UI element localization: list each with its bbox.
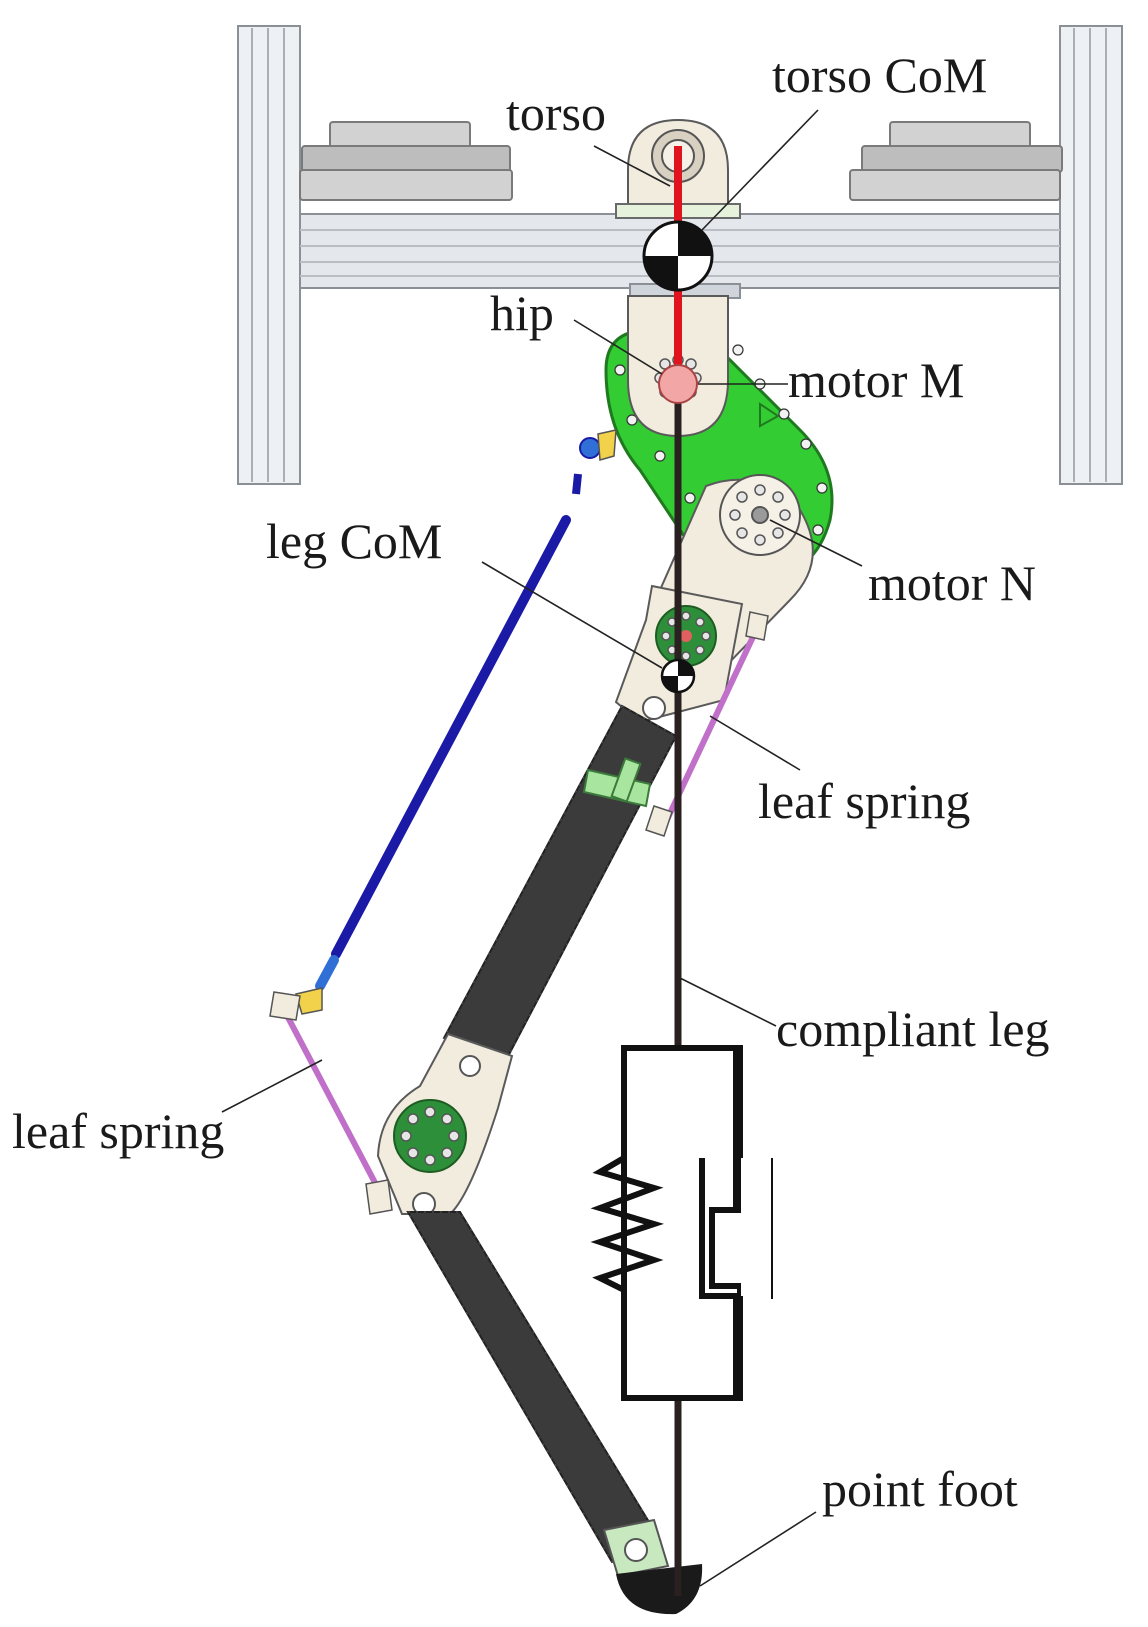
hip-joint-marker [658,364,698,404]
leaf-spring-left-part [269,991,393,1215]
carbon-shank-upper [442,704,678,1066]
boom-motor-right [849,121,1063,201]
label-torso-com: torso CoM [772,47,987,103]
label-motor-n: motor N [868,555,1036,611]
label-point-foot: point foot [822,1461,1018,1517]
shank-clamp [582,757,652,808]
label-leaf-spring-right: leaf spring [758,773,970,829]
motor-n-axle [751,506,769,524]
label-leg-com: leg CoM [266,513,442,569]
label-compliant-leg: compliant leg [776,1001,1050,1057]
compliant-leg-model [590,146,773,1596]
label-motor-m: motor M [788,352,964,408]
leader-lines [221,109,863,1587]
boom-motor-left [299,121,513,201]
support-frame [237,25,1123,485]
foot-assembly [602,1518,703,1615]
leg-com-marker [660,658,696,694]
label-torso: torso [506,85,606,141]
label-leaf-spring-left: leaf spring [12,1103,224,1159]
knee-lower-bracket [376,1032,514,1216]
torso-com-marker [642,220,714,292]
push-rod [295,429,617,1015]
label-hip: hip [490,285,554,341]
